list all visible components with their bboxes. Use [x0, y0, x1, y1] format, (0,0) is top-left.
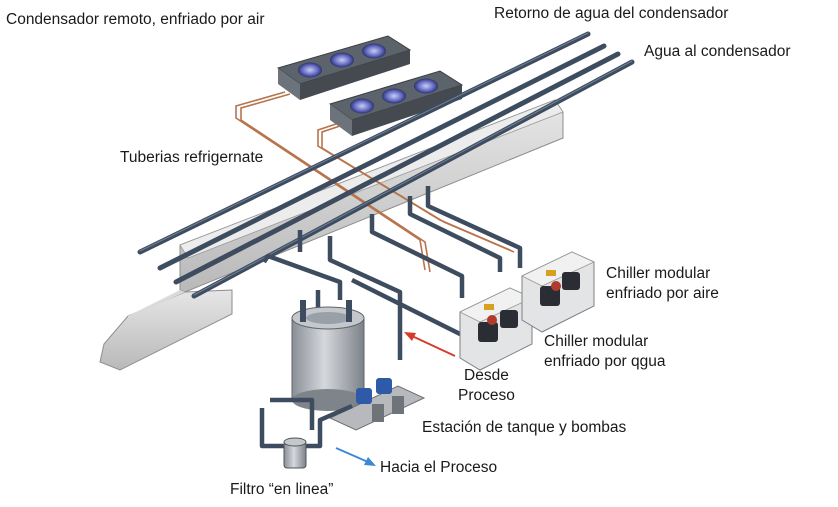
pump-station: [328, 378, 426, 431]
pump-icon: [356, 388, 372, 404]
label-water-chiller-line2: enfriado por qgua: [544, 353, 666, 371]
water-cooled-chiller: [459, 287, 533, 371]
label-inline-filter: Filtro “en linea”: [230, 481, 334, 498]
filter-loop: [259, 397, 353, 449]
arrow-to-process: [335, 447, 376, 466]
label-water-chiller: Chiller modular enfriado por qgua: [544, 332, 666, 372]
storage-tank: [291, 300, 365, 411]
label-water-chiller-line1: Chiller modular: [544, 333, 649, 350]
label-tank-pump-station: Estación de tanque y bombas: [422, 419, 627, 436]
fan-icon: [362, 43, 386, 59]
label-from-process-line2: Proceso: [458, 387, 515, 405]
label-to-process: Hacia el Proceso: [380, 459, 498, 476]
pump-icon: [376, 378, 392, 394]
fan-icon: [414, 78, 438, 94]
label-air-chiller-line2: enfriado por aire: [606, 285, 719, 303]
label-air-chiller: Chiller modular enfriado por aire: [606, 264, 719, 304]
label-remote-condenser: Condensador remoto, enfriado por air: [6, 11, 265, 28]
fan-icon: [382, 88, 406, 104]
air-cooled-chiller: [521, 251, 595, 333]
distribution-pipes: [262, 186, 523, 360]
fan-icon: [350, 98, 374, 114]
remote-condenser-1: [276, 35, 412, 100]
inline-filter: [283, 437, 307, 469]
fan-icon: [330, 52, 354, 68]
refrigerant-pipes: [235, 91, 515, 273]
label-from-process: Desde Proceso: [458, 366, 515, 406]
label-condenser-return: Retorno de agua del condensador: [494, 5, 729, 22]
label-refrigerant-pipes: Tuberias refrigernate: [120, 149, 264, 166]
label-air-chiller-line1: Chiller modular: [606, 265, 711, 282]
arrow-from-process: [404, 332, 456, 357]
label-water-to-condenser: Agua al condensador: [644, 43, 791, 60]
remote-condenser-2: [328, 70, 464, 136]
fan-icon: [298, 62, 322, 78]
label-from-process-line1: Desde: [464, 367, 509, 384]
